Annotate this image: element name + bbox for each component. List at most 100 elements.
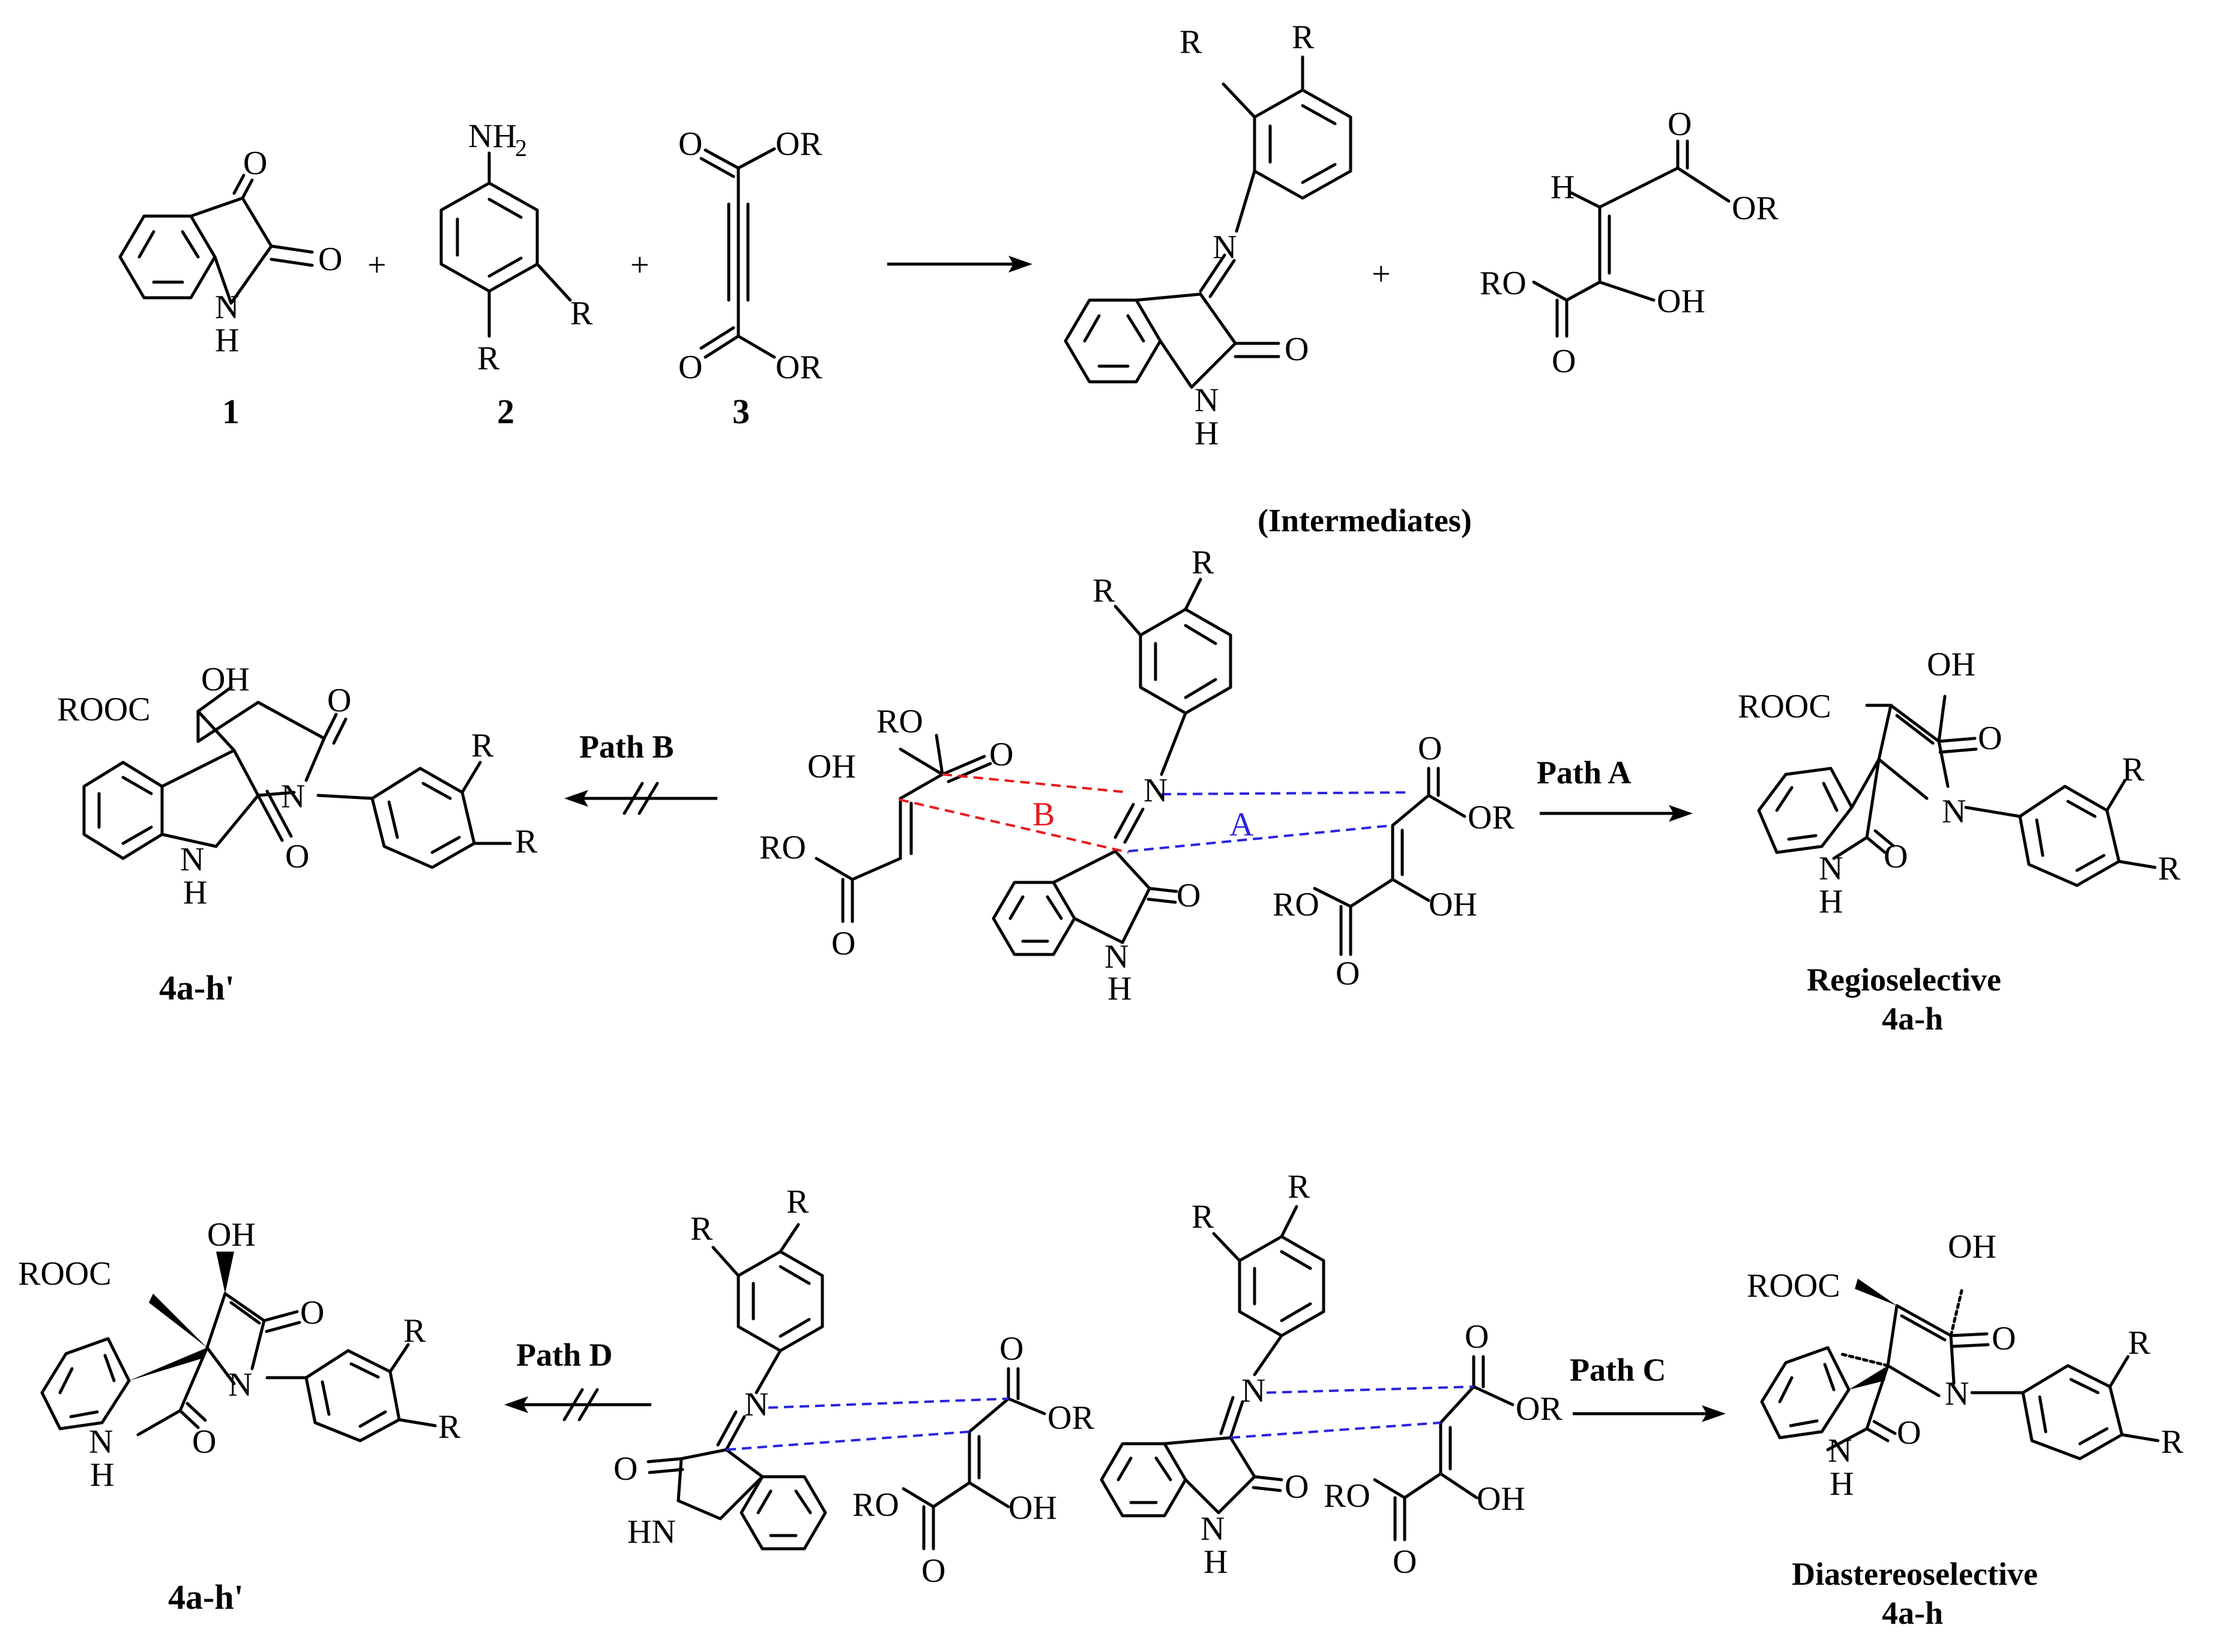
- atom-n: N: [180, 841, 204, 878]
- atom-h: H: [215, 322, 239, 359]
- atom-n: N: [281, 778, 305, 815]
- atom-o: O: [285, 838, 309, 875]
- atom-n: N: [1201, 1510, 1225, 1548]
- atom-r: R: [570, 295, 593, 332]
- atom-r: R: [438, 1408, 461, 1446]
- atom-h: H: [1550, 169, 1575, 206]
- atom-oh: OH: [1477, 1480, 1525, 1518]
- subscript-2: 2: [515, 134, 527, 161]
- atom-o: O: [1393, 1543, 1417, 1581]
- atom-ro: RO: [1273, 886, 1319, 923]
- atom-r: R: [2158, 850, 2181, 887]
- atom-hn: HN: [627, 1513, 676, 1551]
- transition-state-path-c: R R N O N H O OR RO OH O: [1100, 1168, 1563, 1581]
- atom-or: OR: [776, 349, 822, 386]
- path-b-arrow: Path B: [564, 729, 717, 815]
- atom-o: O: [1418, 730, 1442, 767]
- compound-label-4a-h-prime: 4a-h': [159, 968, 235, 1007]
- atom-n: N: [1828, 1432, 1852, 1470]
- atom-rooc: ROOC: [18, 1255, 112, 1292]
- atom-o: O: [1465, 1318, 1489, 1355]
- atom-r: R: [1192, 1198, 1214, 1235]
- atom-o: O: [1884, 838, 1908, 875]
- intermediate-isatin-imine: R R N O N H: [1064, 19, 1352, 452]
- plus-sign: +: [630, 247, 649, 284]
- transition-state-row2: B A R R N O N H RO O OH RO O O OR RO OH …: [759, 544, 1514, 1007]
- atom-n: N: [1819, 850, 1843, 887]
- atom-o: O: [300, 1294, 324, 1331]
- atom-oh: OH: [807, 748, 856, 785]
- compound-label-4a-h: 4a-h: [1882, 1595, 1943, 1631]
- atom-h: H: [90, 1456, 114, 1494]
- atom-or: OR: [1047, 1399, 1094, 1436]
- atom-h: H: [1819, 883, 1843, 920]
- atom-n: N: [1241, 1372, 1265, 1409]
- atom-oh: OH: [207, 1216, 256, 1253]
- atom-h: H: [183, 874, 207, 911]
- compound-2-aniline: NH 2 R R: [439, 118, 593, 377]
- compound-label-4a-h-prime: 4a-h': [168, 1578, 244, 1617]
- atom-o: O: [318, 241, 342, 278]
- atom-h: H: [1195, 415, 1219, 452]
- atom-n: N: [1213, 229, 1237, 266]
- atom-nh2: NH: [468, 118, 517, 155]
- atom-n: N: [228, 1366, 252, 1403]
- compound-1-isatin: O O N H: [118, 145, 342, 359]
- compound-label-3: 3: [732, 392, 750, 431]
- atom-ro: RO: [852, 1486, 899, 1524]
- atom-o: O: [1668, 106, 1692, 143]
- atom-oh: OH: [1927, 646, 1975, 683]
- plus-sign: +: [1372, 256, 1391, 293]
- path-d-label: Path D: [516, 1337, 613, 1373]
- atom-ro: RO: [876, 703, 923, 740]
- path-a-label: Path A: [1537, 755, 1632, 791]
- dash-label-b: B: [1032, 796, 1055, 833]
- atom-n: N: [744, 1386, 768, 1423]
- atom-o: O: [327, 682, 351, 719]
- atom-o: O: [613, 1450, 637, 1488]
- atom-o: O: [831, 925, 855, 962]
- atom-o: O: [192, 1423, 216, 1461]
- atom-r: R: [1288, 1168, 1310, 1205]
- caption-diastereoselective: Diastereoselective: [1792, 1556, 2038, 1592]
- dash-label-a: A: [1229, 806, 1254, 843]
- atom-o: O: [243, 145, 267, 182]
- atom-ro: RO: [1324, 1477, 1370, 1515]
- atom-n: N: [89, 1423, 113, 1461]
- atom-n: N: [1942, 793, 1966, 830]
- compound-label-4a-h: 4a-h: [1882, 1001, 1943, 1037]
- path-d-arrow: Path D: [504, 1337, 651, 1421]
- product-4a-h-regioselective: ROOC OH O N O N H R R: [1738, 646, 2181, 920]
- compound-label-1: 1: [222, 392, 240, 431]
- atom-o: O: [678, 125, 702, 163]
- path-c-arrow: Path C: [1570, 1352, 1726, 1422]
- path-a-arrow: Path A: [1537, 755, 1693, 822]
- product-4a-h-diastereoselective: ROOC OH O N O N H R R: [1747, 1228, 2184, 1503]
- atom-r: R: [2128, 1324, 2151, 1361]
- atom-o: O: [678, 349, 702, 386]
- atom-or: OR: [776, 125, 822, 163]
- atom-rooc: ROOC: [1747, 1267, 1840, 1304]
- atom-o: O: [1897, 1414, 1921, 1452]
- atom-r: R: [477, 340, 500, 377]
- atom-o: O: [989, 736, 1013, 773]
- atom-r: R: [786, 1183, 809, 1220]
- atom-oh: OH: [1657, 283, 1705, 320]
- intermediates-caption: (Intermediates): [1258, 502, 1472, 538]
- atom-n: N: [1945, 1375, 1969, 1412]
- atom-o: O: [1285, 331, 1309, 368]
- atom-rooc: ROOC: [1738, 688, 1831, 725]
- atom-rooc: ROOC: [57, 691, 151, 728]
- atom-o: O: [1285, 1468, 1309, 1506]
- path-c-label: Path C: [1570, 1352, 1666, 1388]
- atom-r: R: [1092, 572, 1115, 609]
- product-4a-h-prime-path-d: ROOC OH O N O N H R R: [18, 1216, 461, 1494]
- atom-r: R: [1192, 544, 1214, 581]
- atom-r: R: [1292, 19, 1315, 56]
- transition-state-path-d: R R N O HN O OR RO OH O: [613, 1183, 1094, 1590]
- atom-r: R: [1180, 23, 1202, 61]
- atom-r: R: [471, 727, 494, 764]
- atom-n: N: [215, 289, 239, 326]
- product-4a-h-prime-path-b: ROOC OH O N O N H R R: [57, 661, 538, 911]
